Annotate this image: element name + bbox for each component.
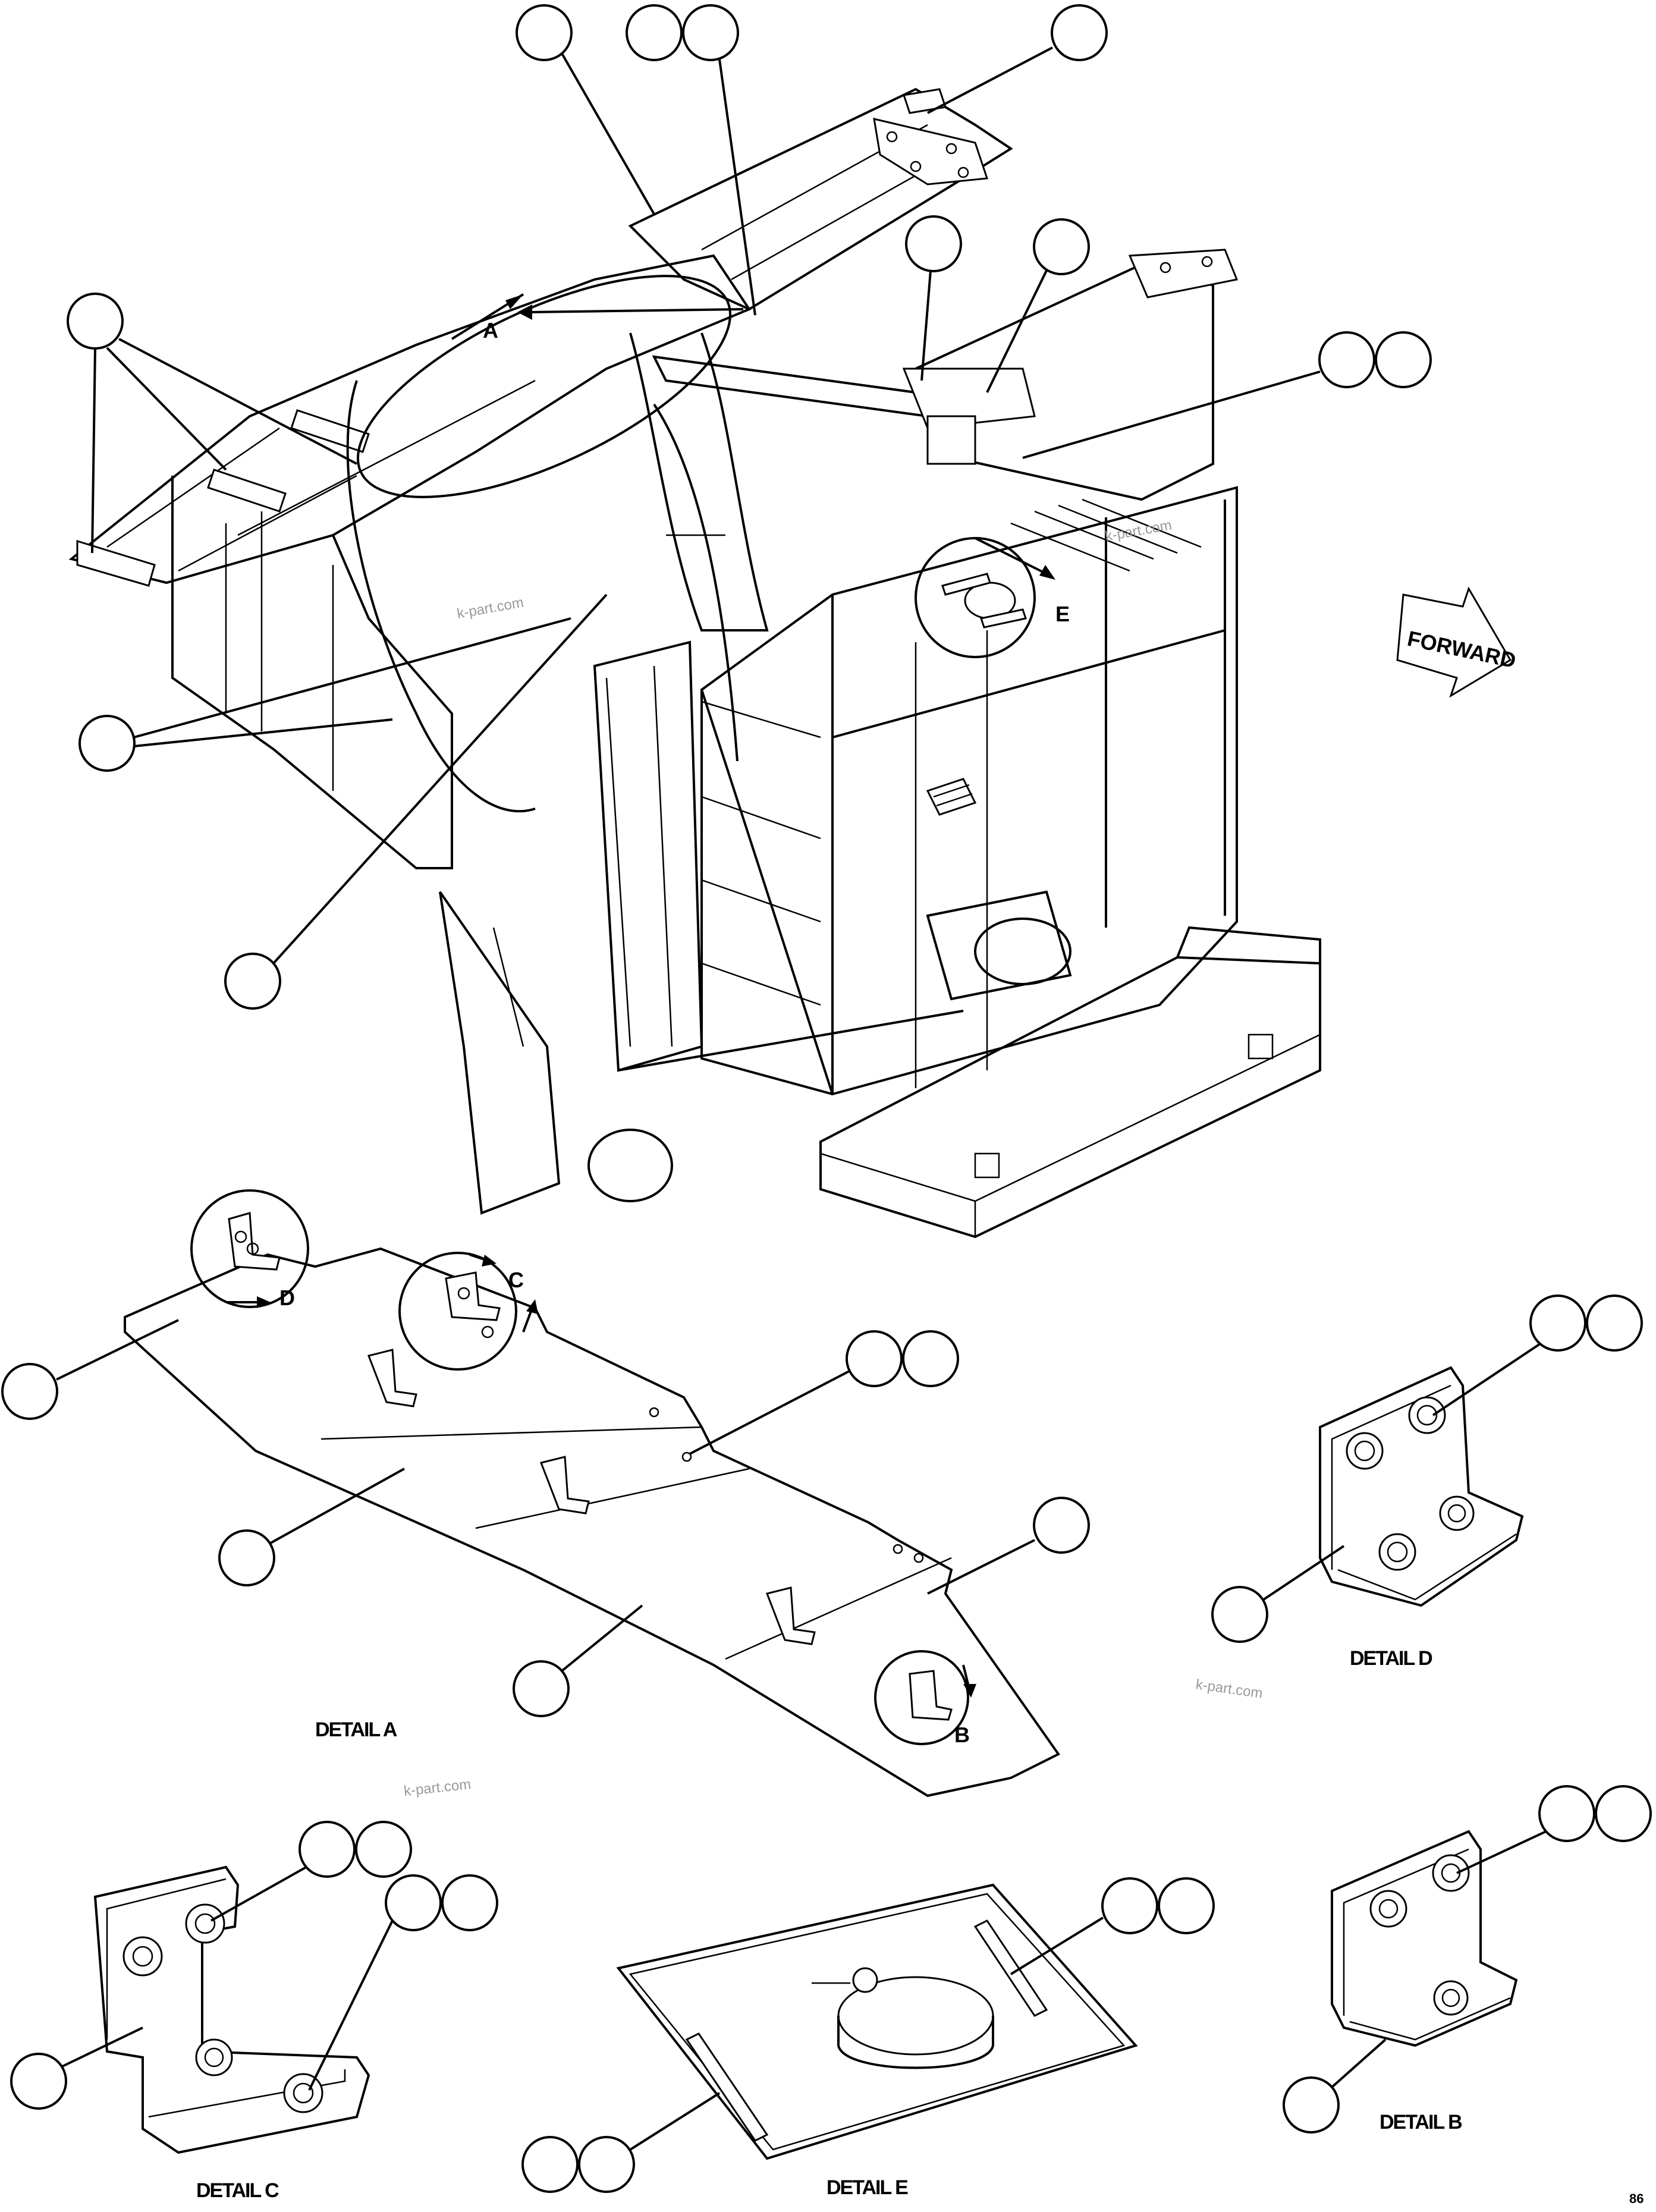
callout-balloon: [1033, 1497, 1090, 1554]
view-label-b: B: [954, 1723, 970, 1747]
callout-balloon: [224, 953, 281, 1010]
view-label-d: D: [279, 1286, 295, 1310]
callout-balloon: [902, 1330, 959, 1387]
detail-a-title: DETAIL A: [315, 1718, 397, 1741]
callout-balloon: [441, 1874, 498, 1931]
main-frame-assembly: [68, 87, 1321, 1239]
callout-balloon: [1033, 218, 1090, 275]
callout-balloon: [1, 1363, 58, 1420]
callout-balloon: [10, 2053, 67, 2110]
detail-a-drawing: D C B DETAIL A: [124, 1189, 1060, 1798]
watermark: k-part.com: [403, 1776, 472, 1799]
callout-balloon: [1595, 1785, 1652, 1842]
forward-arrow: FORWARD: [1396, 586, 1518, 698]
callout-balloon: [218, 1529, 275, 1586]
detail-a-callout: A: [356, 275, 744, 498]
callout-balloon: [67, 293, 124, 350]
callout-balloon: [1051, 4, 1108, 61]
callout-balloon: [1586, 1294, 1643, 1352]
callout-balloon: [298, 1821, 356, 1878]
callout-balloon: [521, 2136, 579, 2193]
callout-balloon: [1318, 331, 1375, 388]
callout-balloon: [355, 1821, 412, 1878]
watermark: k-part.com: [455, 595, 524, 622]
callout-balloons: [1, 4, 1652, 2193]
view-label-c: C: [508, 1268, 524, 1292]
callout-balloon: [78, 715, 136, 772]
callout-balloon: [1283, 2076, 1340, 2134]
page-number: 86: [1629, 2191, 1644, 2206]
callout-balloon: [1158, 1877, 1215, 1934]
callout-balloon: [1101, 1877, 1158, 1934]
callout-balloon: [578, 2136, 635, 2193]
view-label-e: E: [1055, 602, 1070, 626]
view-label-a: A: [483, 318, 498, 343]
detail-c-title: DETAIL C: [196, 2179, 279, 2202]
callout-balloon: [513, 1660, 570, 1717]
callout-balloon: [1538, 1785, 1595, 1842]
detail-d-title: DETAIL D: [1350, 1647, 1432, 1670]
callout-balloon: [516, 4, 573, 61]
detail-b-title: DETAIL B: [1380, 2111, 1462, 2134]
callout-balloon: [626, 4, 683, 61]
detail-c-drawing: DETAIL C: [93, 1865, 370, 2202]
watermark: k-part.com: [1195, 1676, 1264, 1702]
callout-balloon: [1529, 1294, 1586, 1352]
detail-e-drawing: DETAIL E: [616, 1883, 1138, 2199]
callout-balloon: [682, 4, 739, 61]
callout-balloon: [1375, 331, 1432, 388]
detail-d-drawing: DETAIL D: [1319, 1366, 1524, 1670]
detail-e-callout: E: [915, 537, 1070, 658]
callout-balloon: [1211, 1586, 1268, 1643]
detail-b-drawing: DETAIL B: [1331, 1830, 1518, 2134]
callout-balloon: [846, 1330, 903, 1387]
callout-balloon: [385, 1874, 442, 1931]
callout-balloon: [905, 215, 962, 272]
detail-e-title: DETAIL E: [827, 2176, 908, 2199]
